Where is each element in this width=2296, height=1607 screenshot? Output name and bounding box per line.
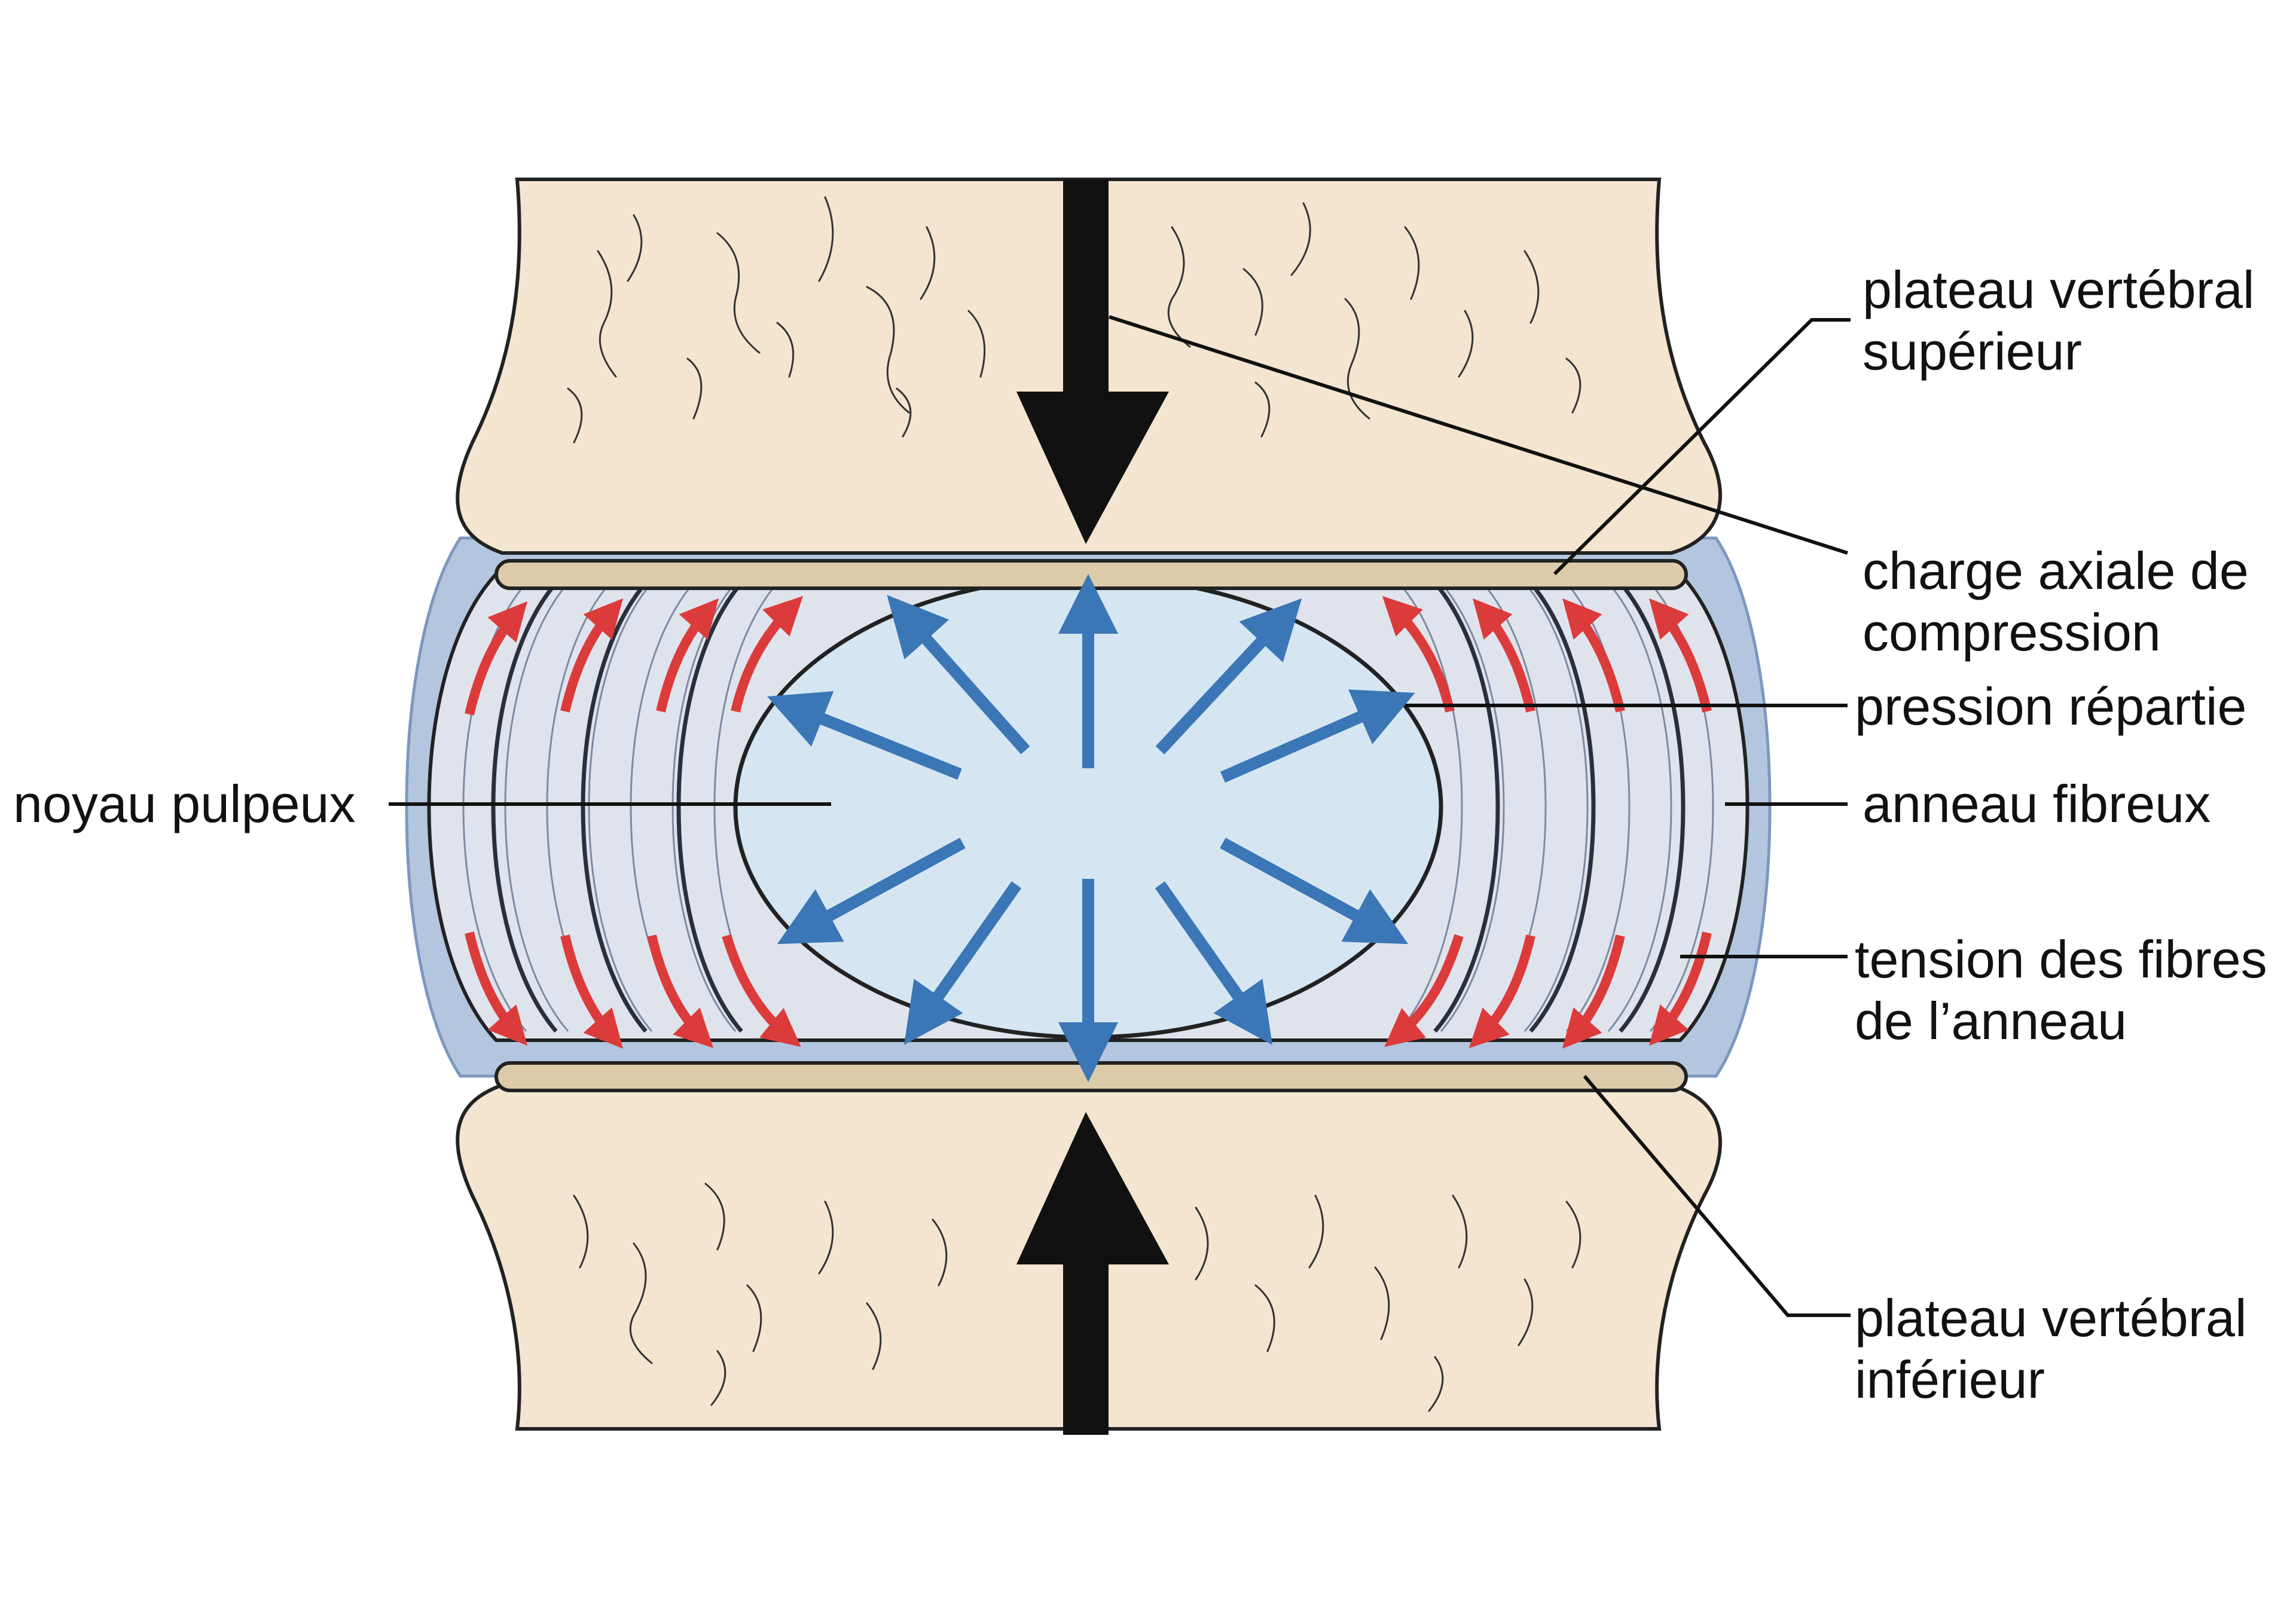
inferior-endplate — [494, 1061, 1688, 1092]
label-superior-endplate: plateau vertébral supérieur — [1863, 260, 2269, 381]
tension-arrows-upper-left — [465, 595, 804, 716]
label-distributed-pressure: pression répartie — [1855, 677, 2246, 736]
label-fiber-tension-line2: de l’anneau — [1855, 991, 2127, 1050]
axial-load-arrow-top — [1016, 179, 1169, 544]
label-inferior-endplate-line1: plateau vertébral — [1855, 1288, 2247, 1348]
axial-load-arrow-bottom — [1016, 1112, 1169, 1435]
tension-arrows-upper-right — [1382, 595, 1712, 713]
label-axial-load-line1: charge axiale de — [1863, 541, 2249, 600]
label-superior-endplate-line2: supérieur — [1863, 322, 2082, 381]
tension-arrows-lower-right — [1384, 931, 1712, 1049]
label-annulus-line1: anneau fibreux — [1863, 774, 2210, 833]
label-distributed-pressure-line1: pression répartie — [1855, 677, 2246, 736]
label-fiber-tension-line1: tension des fibres — [1855, 930, 2267, 989]
label-nucleus-line1: noyau pulpeux — [13, 774, 355, 833]
bone-texture-lower — [573, 1183, 1581, 1412]
pressure-arrows — [767, 574, 1415, 1082]
label-axial-load-line2: compression — [1863, 603, 2161, 662]
leader-axial-load — [1109, 315, 1848, 555]
tension-arrows-lower-left — [465, 931, 801, 1049]
label-inferior-endplate: plateau vertébral inférieur — [1855, 1288, 2261, 1409]
leader-inferior-endplate — [1583, 1075, 1851, 1317]
label-inferior-endplate-line2: inférieur — [1855, 1350, 2045, 1409]
label-superior-endplate-line1: plateau vertébral — [1863, 260, 2255, 319]
label-fiber-tension: tension des fibres de l’anneau — [1855, 930, 2282, 1050]
leader-superior-endplate — [1553, 318, 1851, 576]
leader-lines — [389, 315, 1851, 1317]
label-nucleus: noyau pulpeux — [13, 774, 355, 833]
label-axial-load: charge axiale de compression — [1863, 541, 2263, 662]
superior-endplate — [494, 559, 1688, 590]
label-annulus: anneau fibreux — [1863, 774, 2210, 833]
bone-texture-upper — [567, 196, 1581, 444]
